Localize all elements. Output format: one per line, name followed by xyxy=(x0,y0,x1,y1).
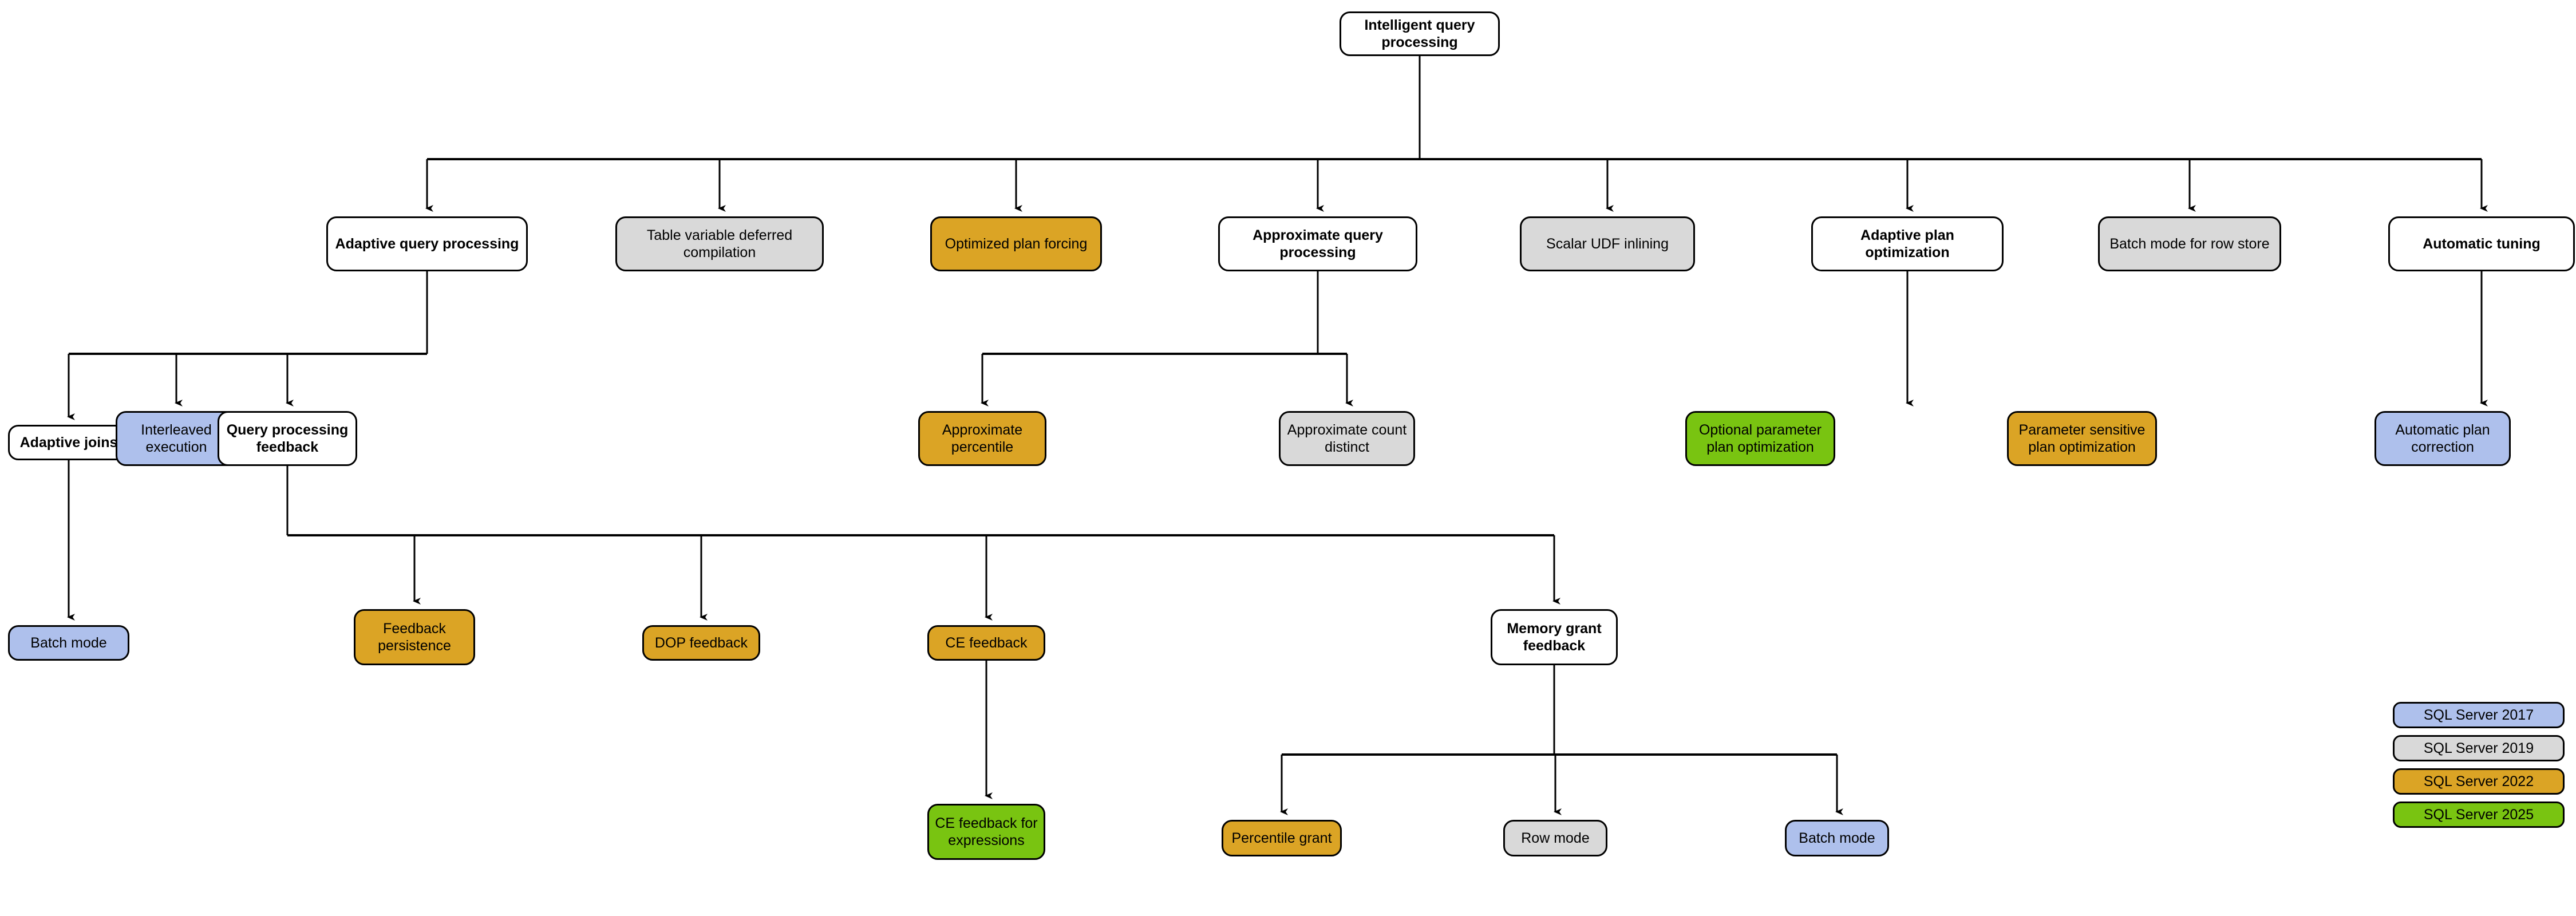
node-tvdc[interactable]: Table variable deferred compilation xyxy=(615,216,824,271)
node-label: Approximate count distinct xyxy=(1287,421,1407,456)
node-label: Percentile grant xyxy=(1231,830,1332,846)
node-ajoin[interactable]: Adaptive joins xyxy=(8,425,129,460)
node-pspo[interactable]: Parameter sensitive plan optimization xyxy=(2007,411,2157,466)
node-label: Scalar UDF inlining xyxy=(1546,235,1669,252)
node-cefe[interactable]: CE feedback for expressions xyxy=(927,804,1045,860)
node-label: Query processing feedback xyxy=(226,421,349,456)
node-fbp[interactable]: Feedback persistence xyxy=(354,609,475,665)
node-label: Automatic tuning xyxy=(2423,235,2541,252)
legend-item-label: SQL Server 2017 xyxy=(2423,706,2534,723)
legend-item-2[interactable]: SQL Server 2022 xyxy=(2393,768,2565,795)
node-label: Adaptive joins xyxy=(19,434,118,451)
node-aqp[interactable]: Adaptive query processing xyxy=(326,216,528,271)
node-label: Batch mode xyxy=(1799,830,1875,846)
node-cef[interactable]: CE feedback xyxy=(927,625,1045,661)
node-opf[interactable]: Optimized plan forcing xyxy=(930,216,1102,271)
node-label: Intelligent query processing xyxy=(1364,17,1475,51)
node-apc[interactable]: Automatic plan correction xyxy=(2374,411,2511,466)
node-sudf[interactable]: Scalar UDF inlining xyxy=(1520,216,1695,271)
node-mgf[interactable]: Memory grant feedback xyxy=(1491,609,1618,665)
node-acd[interactable]: Approximate count distinct xyxy=(1279,411,1415,466)
node-label: Optional parameter plan optimization xyxy=(1698,421,1822,456)
node-oppo[interactable]: Optional parameter plan optimization xyxy=(1685,411,1835,466)
node-apx[interactable]: Approximate query processing xyxy=(1218,216,1417,271)
node-label: Table variable deferred compilation xyxy=(646,227,793,261)
node-label: Approximate query processing xyxy=(1253,227,1383,261)
node-apo[interactable]: Adaptive plan optimization xyxy=(1811,216,2004,271)
node-label: Adaptive plan optimization xyxy=(1860,227,1954,261)
node-label: Automatic plan correction xyxy=(2395,421,2490,456)
legend-item-0[interactable]: SQL Server 2017 xyxy=(2393,702,2565,728)
node-label: Memory grant feedback xyxy=(1507,620,1602,654)
node-ilexec[interactable]: Interleaved execution xyxy=(116,411,237,466)
node-label: CE feedback xyxy=(945,634,1028,651)
node-autot[interactable]: Automatic tuning xyxy=(2388,216,2575,271)
legend-item-label: SQL Server 2025 xyxy=(2423,806,2534,823)
node-root[interactable]: Intelligent query processing xyxy=(1340,11,1500,56)
node-label: Adaptive query processing xyxy=(335,235,519,252)
node-label: Parameter sensitive plan optimization xyxy=(2018,421,2146,456)
legend-item-label: SQL Server 2019 xyxy=(2423,740,2534,756)
node-bmrs[interactable]: Batch mode for row store xyxy=(2098,216,2281,271)
node-label: Batch mode for row store xyxy=(2109,235,2270,252)
node-label: Row mode xyxy=(1521,830,1590,846)
node-rmode[interactable]: Row mode xyxy=(1503,820,1607,856)
node-label: Optimized plan forcing xyxy=(945,235,1088,252)
legend-item-1[interactable]: SQL Server 2019 xyxy=(2393,735,2565,761)
legend-item-label: SQL Server 2022 xyxy=(2423,773,2534,789)
node-apct[interactable]: Approximate percentile xyxy=(918,411,1046,466)
node-bmode1[interactable]: Batch mode xyxy=(8,625,129,661)
node-qpf[interactable]: Query processing feedback xyxy=(218,411,357,466)
node-bmode2[interactable]: Batch mode xyxy=(1785,820,1889,856)
node-label: Approximate percentile xyxy=(942,421,1023,456)
node-label: CE feedback for expressions xyxy=(935,815,1038,849)
node-dopf[interactable]: DOP feedback xyxy=(642,625,760,661)
node-label: Interleaved execution xyxy=(141,421,212,456)
legend-item-3[interactable]: SQL Server 2025 xyxy=(2393,802,2565,828)
node-pgrant[interactable]: Percentile grant xyxy=(1222,820,1342,856)
node-label: Feedback persistence xyxy=(378,620,451,654)
node-label: DOP feedback xyxy=(654,634,748,651)
node-label: Batch mode xyxy=(30,634,107,651)
